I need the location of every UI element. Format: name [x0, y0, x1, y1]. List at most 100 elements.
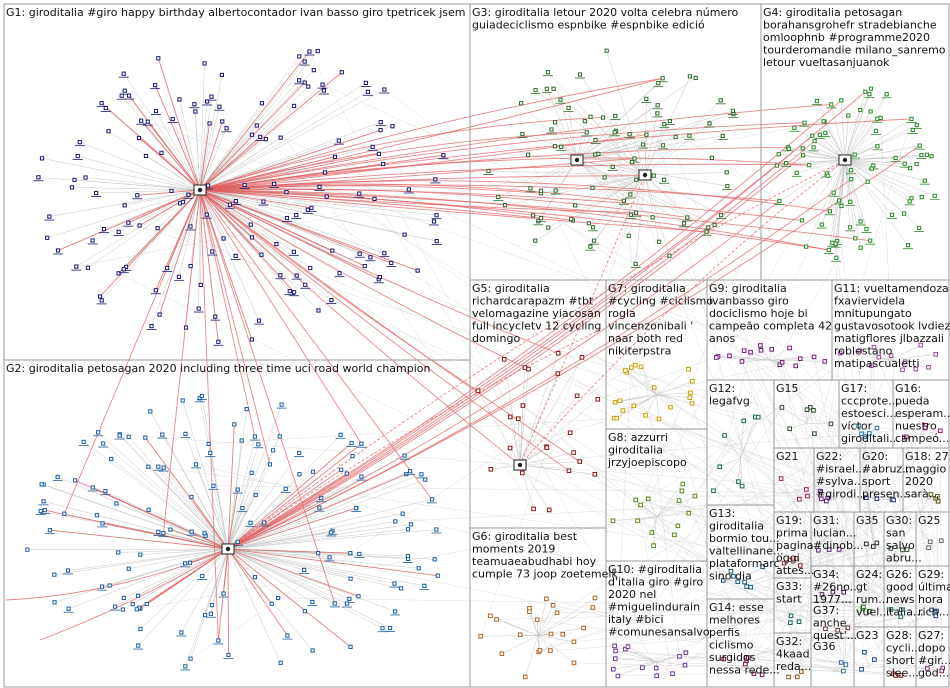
retweet-edge: [140, 120, 201, 191]
cross-group-edge: [762, 563, 785, 567]
g8-edge: [656, 500, 680, 517]
g10-edge: [617, 661, 657, 677]
cross-group-edge: [758, 417, 827, 502]
g6-node: [494, 617, 499, 622]
cross-group-edge: [791, 615, 901, 618]
retweet-edge: [199, 51, 310, 191]
g3-node: [525, 152, 531, 157]
g13-node: [731, 574, 736, 579]
g4-edge: [844, 159, 861, 248]
g8-edge: [651, 516, 657, 533]
g6-node: [581, 625, 586, 631]
g2-edge: [227, 548, 391, 629]
g2-node: [279, 402, 284, 407]
g9-edge: [760, 345, 770, 361]
g4-node: [811, 145, 816, 150]
g2-node: [168, 527, 173, 532]
g1-edge: [199, 56, 300, 191]
cross-group-edge: [520, 433, 862, 635]
retweet-edge: [227, 145, 921, 550]
g2-edge: [201, 395, 229, 550]
g2-node: [400, 511, 405, 516]
g3-edge: [504, 174, 646, 206]
g30-node: [900, 547, 905, 553]
retweet-edge: [63, 189, 201, 514]
g3-edge: [644, 76, 691, 176]
g3-edge: [546, 88, 578, 161]
g2-edge: [227, 532, 332, 550]
g8-edge: [637, 516, 657, 522]
g3-node: [533, 88, 538, 93]
g2-edge: [204, 548, 229, 616]
g10-edge: [656, 656, 680, 663]
g4-node: [917, 143, 922, 148]
g1-node: [370, 144, 375, 149]
g1-edge: [199, 74, 223, 191]
g2-node: [278, 660, 283, 665]
g25-label-line: G25: [918, 514, 941, 527]
g2-node: [200, 573, 205, 579]
g1-edge: [101, 189, 201, 301]
g2-node: [134, 607, 139, 612]
g19-node: [781, 560, 787, 566]
g5-label-line: richardcarapazm #tbt: [472, 295, 594, 308]
cross-group-edge: [826, 500, 870, 612]
g4-edge: [844, 154, 922, 161]
g19-node: [793, 556, 799, 561]
g9-node: [822, 359, 828, 364]
g3-node: [582, 119, 587, 124]
cross-group-edge: [672, 499, 894, 674]
retweet-edge: [199, 189, 707, 233]
g1-node: [90, 238, 95, 243]
g3-node: [604, 48, 609, 53]
g7-edge: [616, 394, 657, 419]
g1-node: [259, 252, 264, 257]
g2-node: [52, 600, 57, 605]
g1-node: [372, 196, 377, 201]
cross-group-edge: [577, 395, 830, 550]
g1-edge: [199, 189, 224, 239]
g7-edge: [656, 394, 671, 408]
g6-edge: [529, 611, 539, 636]
g1-edge: [199, 189, 202, 285]
g2-node: [66, 606, 71, 611]
cross-group-edge: [745, 549, 908, 665]
g27-node: [925, 666, 930, 671]
g1-node: [271, 181, 277, 186]
g2-node: [148, 409, 153, 414]
cross-group-edge: [902, 369, 932, 610]
g3-node: [718, 98, 723, 103]
g11-node: [900, 367, 905, 373]
retweet-edge: [227, 100, 842, 550]
g4-edge: [844, 159, 851, 228]
g1-edge: [124, 189, 201, 206]
g12-node: [736, 479, 741, 484]
g3-edge: [576, 159, 632, 215]
g10-label-line: d'italia giro #giro: [608, 576, 704, 589]
g2-edge: [54, 548, 229, 603]
g1-edge: [157, 189, 201, 229]
g7-label-line: nikiterpstra: [608, 345, 671, 358]
g6-node: [537, 648, 543, 653]
g17-node: [867, 431, 872, 436]
g1-node: [188, 224, 193, 229]
g7-node: [688, 390, 693, 396]
retweet-edge: [147, 121, 201, 191]
g7-node: [690, 379, 695, 384]
g1-edge: [199, 89, 385, 191]
g11-label-line: gustavosotook lvdiez: [834, 320, 950, 333]
g1-node: [261, 199, 266, 204]
g1-node: [137, 223, 142, 228]
g5-label-line: G5: giroditalia: [472, 282, 550, 295]
g1-node: [207, 121, 212, 126]
g8-node: [672, 532, 677, 538]
g2-node: [187, 560, 193, 565]
g5-node: [555, 371, 561, 376]
retweet-edge: [199, 189, 871, 242]
g2-node: [310, 648, 315, 653]
g2-node: [248, 520, 253, 525]
retweet-edge: [199, 189, 362, 444]
g22-label-line: #girodi...: [816, 488, 867, 501]
g26-node: [898, 614, 904, 620]
g5-edge: [518, 418, 521, 466]
